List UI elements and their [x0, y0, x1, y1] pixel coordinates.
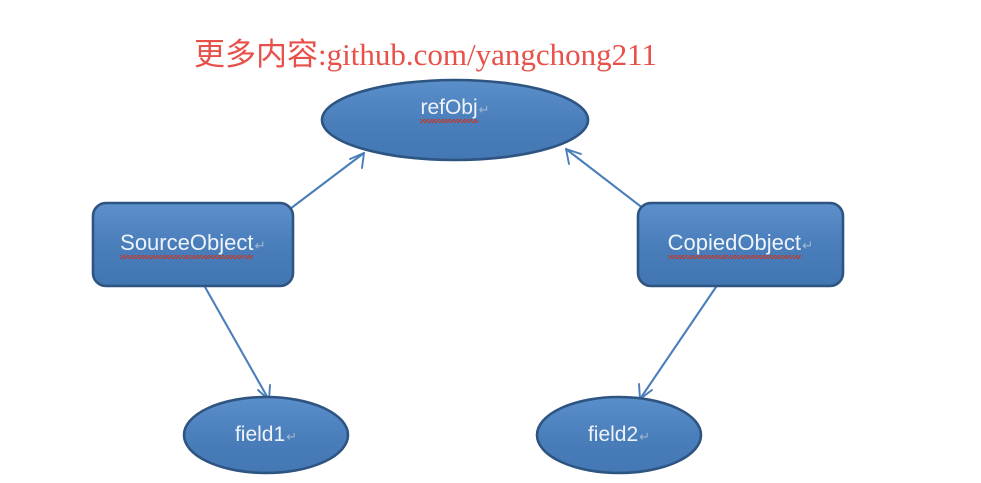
edge-source-to-refobj [284, 151, 366, 214]
edge-copied-to-field2 [638, 285, 718, 401]
node-copiedobject[interactable] [636, 201, 845, 288]
node-refobj[interactable] [320, 78, 590, 162]
edge-source-to-field1 [203, 285, 271, 402]
node-field1[interactable] [182, 395, 350, 475]
nodes [91, 78, 845, 475]
watermark-text: 更多内容:github.com/yangchong211 [194, 37, 657, 72]
node-field2[interactable] [535, 395, 703, 475]
node-sourceobject[interactable] [91, 201, 295, 288]
edge-copied-to-refobj [564, 147, 650, 214]
